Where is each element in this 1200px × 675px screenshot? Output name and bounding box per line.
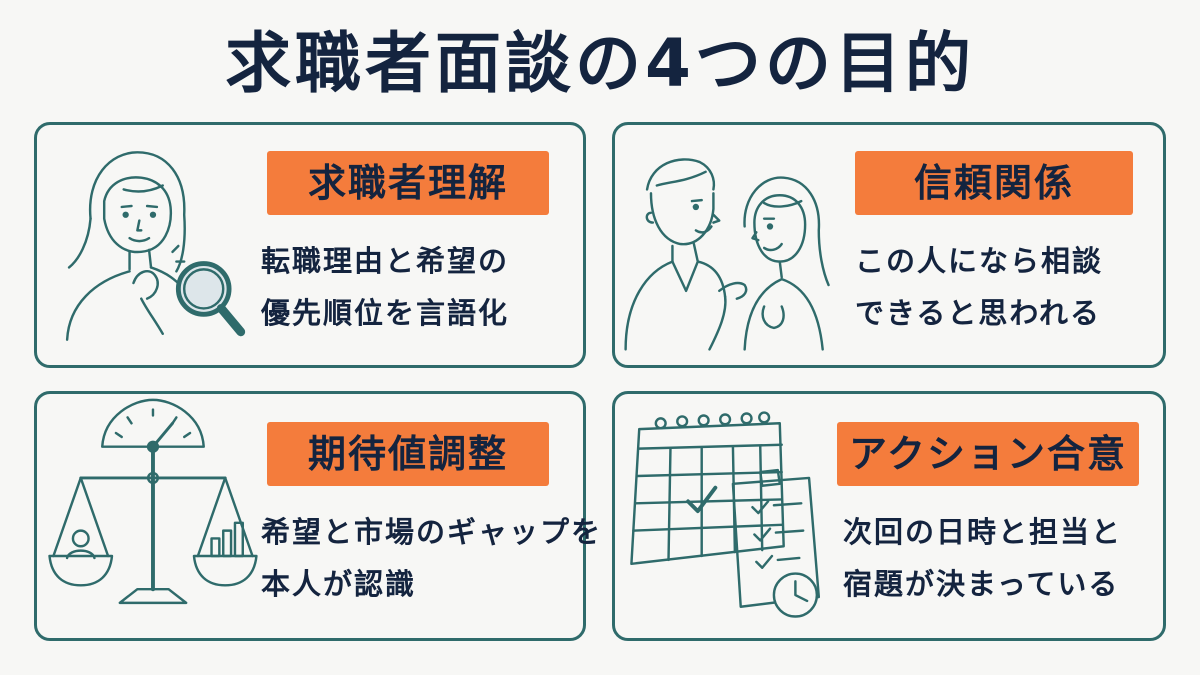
card-description: 希望と市場のギャップを 本人が認識	[261, 506, 602, 610]
scale-gauge-icon	[37, 394, 267, 638]
woman-magnifier-icon	[37, 125, 267, 365]
card-badge: 求職者理解	[267, 151, 549, 215]
card-description-line: 次回の日時と担当と	[843, 515, 1123, 549]
card-description: この人になら相談 できると思われる	[855, 235, 1103, 339]
card-description-line: この人になら相談	[855, 244, 1104, 278]
card-badge: 期待値調整	[267, 422, 549, 486]
card-description-line: 希望と市場のギャップを	[261, 515, 603, 549]
card-description-line: できると思われる	[855, 296, 1101, 330]
card-badge: アクション合意	[837, 422, 1139, 486]
card-candidate-understanding: 求職者理解 転職理由と希望の 優先順位を言語化	[34, 122, 586, 368]
card-description-line: 転職理由と希望の	[261, 244, 510, 278]
two-people-talking-icon	[615, 125, 845, 365]
card-description: 転職理由と希望の 優先順位を言語化	[261, 235, 509, 339]
card-description: 次回の日時と担当と 宿題が決まっている	[843, 506, 1122, 610]
card-badge: 信頼関係	[855, 151, 1133, 215]
page-title: 求職者面談の4つの目的	[225, 25, 975, 102]
card-trust-relationship: 信頼関係 この人になら相談 できると思われる	[612, 122, 1166, 368]
card-expectation-adjustment: 期待値調整 希望と市場のギャップを 本人が認識	[34, 391, 600, 641]
card-action-agreement: アクション合意 次回の日時と担当と 宿題が決まっている	[612, 391, 1166, 641]
card-description-line: 宿題が決まっている	[843, 567, 1120, 601]
calendar-checklist-clock-icon	[615, 394, 845, 638]
card-description-line: 本人が認識	[261, 567, 417, 601]
card-description-line: 優先順位を言語化	[261, 296, 510, 330]
